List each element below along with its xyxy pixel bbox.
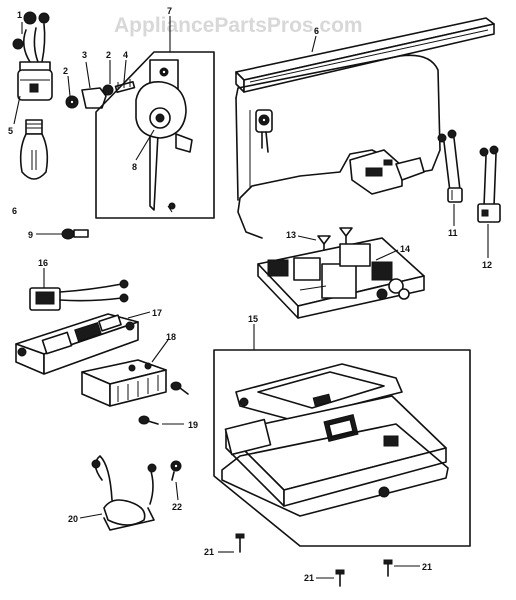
watermark-text: AppliancePartsPros.com [114, 14, 363, 37]
terminal-part-12 [477, 145, 501, 223]
callout-9: 9 [28, 230, 33, 240]
callout-8: 8 [132, 162, 137, 172]
callout-11: 11 [448, 228, 458, 238]
circuit-board-part [257, 237, 425, 319]
callout-18: 18 [166, 332, 176, 342]
screws-part-19 [138, 381, 189, 425]
callout-19: 19 [188, 420, 198, 430]
callout-4: 4 [123, 50, 128, 60]
screw-part-9 [61, 228, 89, 240]
callout-17: 17 [152, 308, 162, 318]
wire-lead-part-11 [437, 129, 463, 203]
callout-15: 15 [248, 314, 258, 324]
bed-assembly-box [213, 349, 471, 587]
callout-21: 21 [422, 562, 432, 572]
callout-1: 1 [17, 10, 22, 20]
callout-21: 21 [304, 573, 314, 583]
switch-part-16 [29, 279, 129, 311]
callout-5: 5 [8, 126, 13, 136]
machine-arm-outline [235, 54, 441, 239]
callout-3: 3 [82, 50, 87, 60]
callout-2: 2 [106, 50, 111, 60]
callout-labels: 1 2 2 3 4 5 6 6 7 8 9 11 12 13 14 15 16 … [8, 6, 492, 583]
housing-tray-part [15, 313, 139, 375]
callout-7: 7 [167, 6, 172, 16]
callout-12: 12 [482, 260, 492, 270]
callout-14: 14 [400, 244, 410, 254]
callout-13: 13 [286, 230, 296, 240]
callout-6: 6 [314, 26, 319, 36]
terminal-block-part [81, 359, 167, 407]
light-bulb-part [19, 119, 49, 180]
plug-part-20 [91, 455, 157, 531]
callout-22: 22 [172, 502, 182, 512]
callout-21: 21 [204, 547, 214, 557]
callout-20: 20 [68, 514, 78, 524]
light-housing-box [95, 51, 215, 219]
screw-part-22 [170, 460, 182, 481]
callout-16: 16 [38, 258, 48, 268]
lamp-socket-part [12, 11, 53, 101]
leader-lines [13, 16, 489, 579]
callout-6: 6 [12, 206, 17, 216]
callout-2: 2 [63, 66, 68, 76]
